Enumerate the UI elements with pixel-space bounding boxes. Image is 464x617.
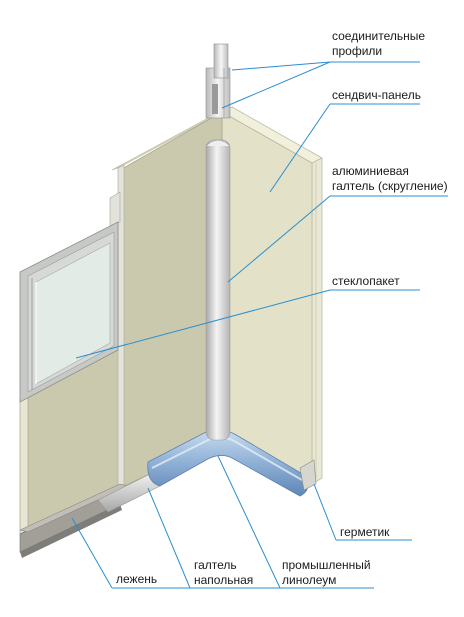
label-aluminum-fillet: алюминиевая галтель (скругление) — [332, 164, 448, 193]
label-floor-fillet: галтель напольная — [194, 558, 254, 587]
label-connecting-profiles: соединительные профили — [332, 29, 426, 58]
leader-line-fillet — [227, 195, 331, 283]
label-beam: лежень — [116, 572, 158, 586]
base-beam-lower — [20, 504, 122, 558]
leader-line-floor-fillet — [147, 487, 191, 589]
leader-line-glass — [75, 289, 331, 359]
label-sealant: герметик — [340, 525, 390, 539]
label-glass-unit: стеклопакет — [332, 274, 400, 288]
left-panel-lower-edge — [19, 394, 29, 535]
leader-line-linoleum — [217, 455, 281, 589]
label-sandwich-panel: сендвич-панель — [332, 88, 421, 102]
leader-lines — [71, 61, 448, 589]
aluminum-fillet-shape — [205, 139, 231, 441]
leader-line-profiles-1 — [231, 61, 331, 71]
leader-line-profiles-2 — [221, 61, 331, 109]
sealant-strip — [299, 459, 317, 491]
label-industrial-linoleum: промышленный линолеум — [282, 558, 371, 587]
leader-line-sealant — [313, 483, 337, 541]
leader-line-beam — [71, 517, 113, 589]
connecting-post-upper — [213, 43, 229, 79]
leader-line-sandwich — [269, 103, 331, 193]
joint-cap — [109, 191, 121, 229]
